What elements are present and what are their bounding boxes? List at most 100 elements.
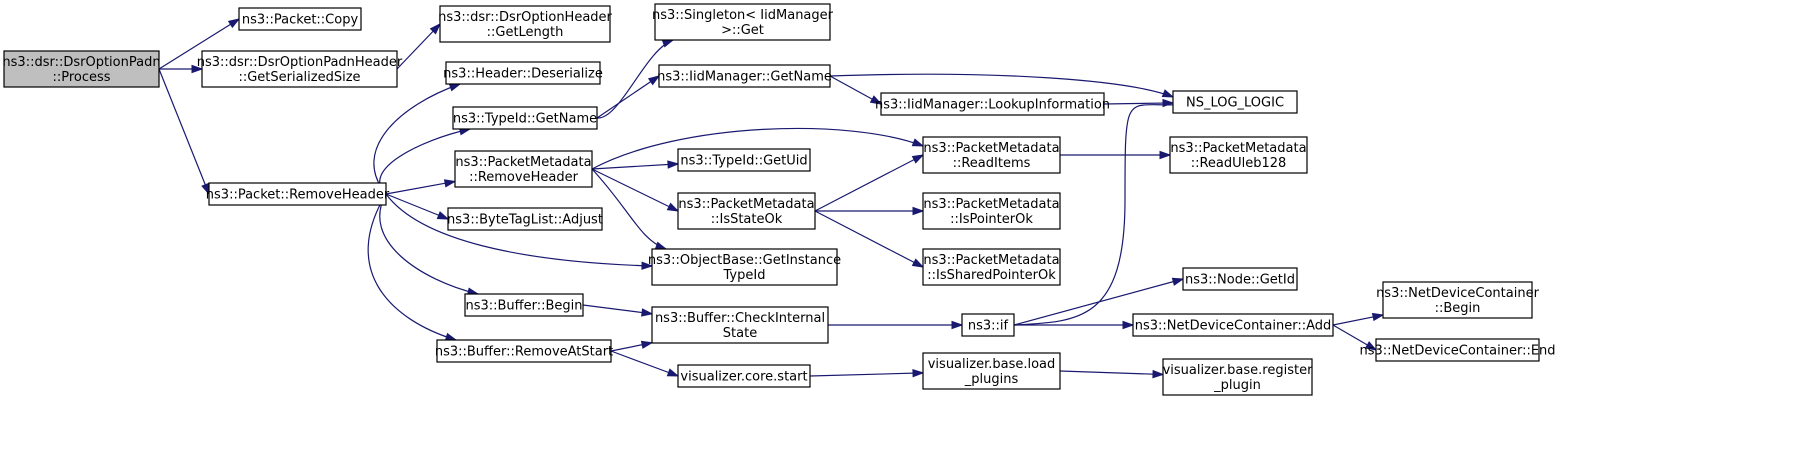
function-node[interactable]: ns3::Buffer::Begin [464,293,584,317]
function-node[interactable]: NS_LOG_LOGIC [1172,90,1298,114]
node-box [677,148,811,172]
arrowhead-icon [666,202,680,212]
node-box [922,248,1061,286]
node-label: ns3::Header::Deserialize [443,67,603,82]
function-node[interactable]: visualizer.base.load_plugins [922,352,1061,390]
function-node[interactable]: ns3::PacketMetadata::RemoveHeader [454,150,593,188]
function-node[interactable]: ns3::dsr::DsrOptionHeader::GetLength [438,5,613,43]
function-node[interactable]: ns3::TypeId::GetUid [677,148,811,172]
function-node[interactable]: ns3::NetDeviceContainer::End [1359,338,1556,362]
function-node[interactable]: ns3::Singleton< IidManager >::Get [652,3,834,41]
node-box [439,5,611,43]
node-box [1182,267,1298,291]
edge-line [591,163,679,170]
node-label: ns3::IidManager::GetName [657,70,832,85]
edge-line [814,154,924,212]
function-node[interactable]: ns3::ByteTagList::Adjust [447,207,603,231]
node-box [677,364,811,388]
node-label: ::IsSharedPointerOk [927,268,1056,283]
function-node[interactable]: ns3::IidManager::GetName [657,64,832,88]
arrowhead-icon [227,18,241,29]
node-label: ns3::Singleton< IidManager [652,8,834,23]
node-box [677,192,816,230]
edge-n0-n1 [158,18,241,70]
node-box [201,50,398,88]
node-box [452,106,598,130]
arrowhead-icon [1162,98,1175,108]
node-box [464,293,584,317]
arrowhead-icon [661,39,675,48]
root-function-node[interactable]: ns3::dsr::DsrOptionPadn::Process [2,50,161,88]
node-box [961,313,1015,337]
function-node[interactable]: ns3::if [961,313,1015,337]
function-node[interactable]: ns3::NetDeviceContainer::Add [1132,313,1334,337]
function-node[interactable]: ns3::Header::Deserialize [443,61,603,85]
function-node[interactable]: ns3::Buffer::RemoveAtStart [435,339,613,363]
function-node[interactable]: ns3::PacketMetadata::IsStateOk [677,192,816,230]
node-label: ns3::PacketMetadata [1170,141,1306,156]
arrowhead-icon [429,22,442,35]
node-label: _plugin [1213,378,1261,393]
edge-n24-n25 [1332,312,1385,326]
node-box [922,136,1061,174]
edge-n0-n2 [159,64,204,74]
function-node[interactable]: ns3::Packet::Copy [238,7,362,31]
edge-line [610,350,679,377]
edge-line [1103,102,1174,105]
arrowhead-icon [647,75,661,86]
function-node[interactable]: ns3::PacketMetadata::ReadUleb128 [1169,136,1308,174]
node-box [238,7,362,31]
arrowhead-icon [1159,150,1172,160]
edge-n11-n19 [591,168,668,250]
edge-line [591,127,924,170]
node-box [880,92,1105,116]
node-label: ns3::Node::GetId [1185,273,1295,288]
arrowhead-icon [191,64,204,74]
edge-n24-n26 [1332,324,1378,351]
edge-n4-n5 [373,83,462,195]
edge-line [596,39,674,119]
node-label: ::ReadUleb128 [1191,156,1287,171]
edge-n22-n24 [1014,320,1135,330]
function-node[interactable]: ns3::IidManager::LookupInformation [875,92,1110,116]
node-box [1132,313,1334,337]
node-box [922,192,1061,230]
function-node[interactable]: ns3::Node::GetId [1182,267,1298,291]
function-node[interactable]: ns3::dsr::DsrOptionPadnHeader::GetSerial… [197,50,403,88]
function-node[interactable]: ns3::NetDeviceContainer::Begin [1376,281,1540,319]
edge-n11-n13 [591,127,925,170]
arrowhead-icon [640,340,654,349]
function-node[interactable]: ns3::PacketMetadata::ReadItems [922,136,1061,174]
edge-n29-n30 [1059,369,1165,379]
nodes-layer: ns3::dsr::DsrOptionPadn::Processns3::Pac… [2,3,1556,396]
node-box [1172,90,1298,114]
node-label: visualizer.base.load [928,357,1056,372]
arrowhead-icon [869,95,883,105]
function-node[interactable]: visualizer.base.register_plugin [1162,358,1314,396]
edge-n21-n22 [828,320,964,330]
node-label: ::Begin [1435,301,1481,316]
function-node[interactable]: ns3::PacketMetadata::IsSharedPointerOk [922,248,1061,286]
function-node[interactable]: ns3::Packet::RemoveHeader [206,182,390,206]
edge-line [158,68,210,195]
function-node[interactable]: ns3::TypeId::GetName [452,106,598,130]
arrowhead-icon [666,368,680,377]
function-node[interactable]: ns3::PacketMetadata::IsPointerOk [922,192,1061,230]
edge-n20-n21 [582,304,654,317]
node-label: ns3::if [968,319,1009,334]
edge-line [814,210,924,268]
edge-n11-n15 [591,168,680,212]
edge-line [367,193,457,341]
edge-n4-n11 [385,179,457,195]
node-label: ::GetLength [487,25,564,40]
edge-n15-n13 [814,154,925,212]
node-label: NS_LOG_LOGIC [1186,96,1284,111]
edge-n11-n12 [591,160,680,170]
arrowhead-icon [1122,320,1135,330]
function-node[interactable]: visualizer.core.start [677,364,811,388]
node-box [436,339,612,363]
node-label: ns3::NetDeviceContainer [1376,286,1540,301]
node-label: ::RemoveHeader [469,170,579,185]
